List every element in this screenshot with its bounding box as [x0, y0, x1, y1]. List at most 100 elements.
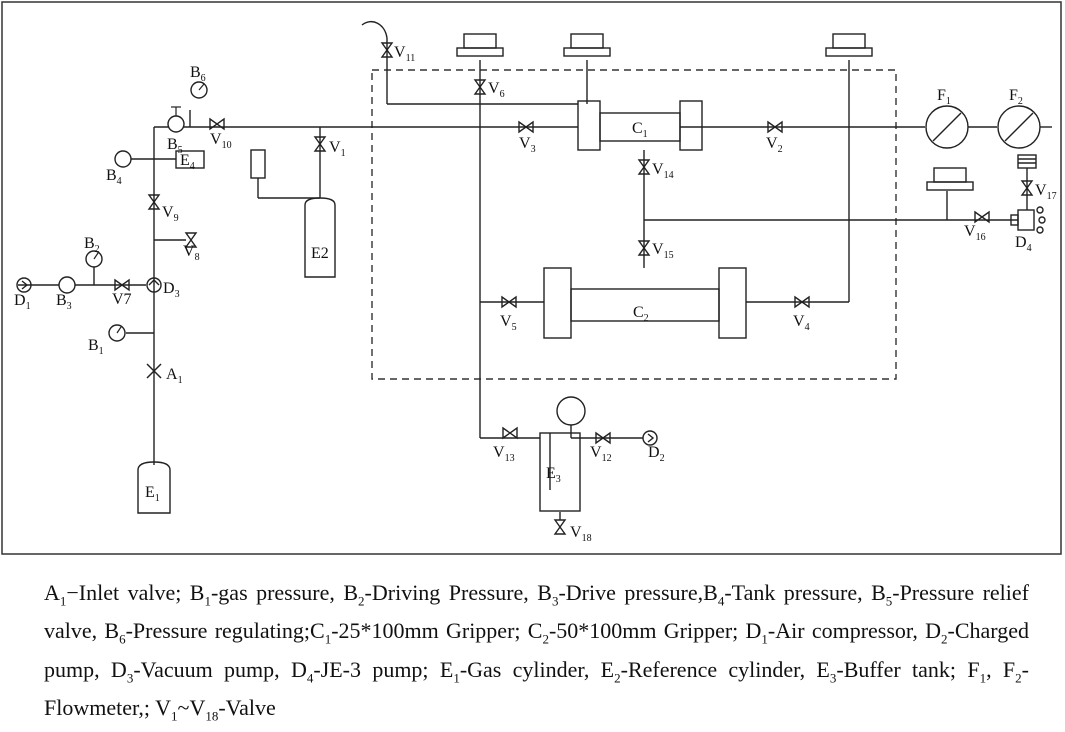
svg-text:D1: D1 [14, 292, 31, 312]
svg-text:V8: V8 [183, 243, 200, 263]
svg-text:V5: V5 [500, 313, 517, 333]
caption-item: F1, [967, 656, 1003, 686]
svg-text:D3: D3 [163, 280, 180, 300]
svg-text:B6: B6 [190, 64, 206, 84]
pump-d2 [642, 430, 658, 446]
caption-subscript: 6 [119, 631, 126, 647]
caption-description: -Reference cylinder, [620, 656, 817, 682]
caption-item: B3-Drive pressure, [537, 580, 704, 609]
caption-item: B4-Tank pressure, [703, 580, 872, 609]
caption-subscript: 3 [126, 670, 134, 686]
caption-item: D2-Charged pump, [44, 618, 1029, 681]
svg-text:E1: E1 [145, 484, 160, 504]
caption-symbol: B [104, 618, 120, 644]
caption-symbol: B [703, 580, 718, 605]
caption-symbol: E [816, 656, 830, 682]
e3-pump-head [1017, 154, 1037, 169]
svg-text:V12: V12 [590, 444, 612, 464]
svg-text:V13: V13 [493, 444, 515, 464]
caption-description: -25*100mm Gripper; [331, 618, 528, 644]
caption-symbol: A [44, 580, 60, 605]
svg-text:B1: B1 [88, 337, 104, 357]
buffer-gauge [556, 396, 586, 426]
caption-subscript: 1 [204, 593, 211, 609]
caption-description: -Driving Pressure, [364, 580, 538, 605]
svg-text:V1: V1 [329, 139, 346, 159]
svg-text:V9: V9 [162, 204, 179, 224]
caption-description: -Tank pressure, [724, 580, 872, 605]
caption-item: B1-gas pressure, [189, 580, 344, 609]
caption-description: -Buffer tank; [836, 656, 968, 682]
svg-text:V10: V10 [210, 131, 232, 151]
caption-symbol: C [310, 618, 325, 644]
svg-text:E2: E2 [311, 245, 329, 262]
svg-text:C1: C1 [632, 120, 648, 140]
caption-description: -50*100mm Gripper; [548, 618, 746, 644]
test-chamber-boundary [371, 69, 897, 380]
svg-text:V14: V14 [652, 161, 674, 181]
caption-item: D4-JE-3 pump; [290, 656, 440, 686]
reference-cylinder-e2 [304, 197, 336, 278]
svg-text:E3: E3 [546, 465, 561, 485]
caption-description: -JE-3 pump; [313, 656, 440, 682]
caption-item: E1-Gas cylinder, [440, 656, 601, 686]
svg-text:D4: D4 [1015, 234, 1032, 254]
gripper-c1 [577, 100, 703, 151]
caption-description: -Vacuum pump, [133, 656, 291, 682]
caption-description: -Air compressor, [767, 618, 926, 644]
gripper-c2 [543, 267, 747, 339]
caption-subscript: 4 [717, 593, 725, 609]
caption-symbol: F [967, 656, 980, 682]
svg-text:B4: B4 [106, 167, 122, 187]
caption-subscript: 1 [453, 670, 460, 686]
tank-e4 [175, 150, 205, 169]
caption-subscript: 1 [979, 670, 987, 686]
caption-description: -Gas cylinder, [459, 656, 601, 682]
schematic-diagram: V1 V2 V3 V4 V5 V6 V7 V8 V9 V10 V11 V12 V… [1, 1, 1062, 555]
caption-subscript: 2 [614, 670, 621, 686]
caption-item: B6-Pressure regulating; [104, 618, 310, 646]
caption-description: −Inlet valve; [66, 580, 190, 605]
relief-valve-b5 [167, 115, 185, 133]
caption-subscript: 1 [761, 631, 768, 647]
caption-description: -Drive pressure, [558, 580, 704, 605]
figure-caption: A1−Inlet valve; B1-gas pressure, B2-Driv… [44, 578, 1029, 732]
caption-item: B5-Pressure relief valve, [44, 580, 1029, 643]
caption-subscript: 3 [551, 593, 559, 609]
caption-symbol: B [189, 580, 205, 605]
caption-description: -gas pressure, [210, 580, 344, 605]
diagram-frame [1, 1, 1062, 555]
caption-symbol: B [537, 580, 552, 605]
svg-text:V11: V11 [394, 44, 415, 64]
caption-item: E2-Reference cylinder, [601, 656, 817, 686]
caption-subscript: 18 [205, 708, 219, 724]
caption-description: , [986, 656, 1003, 682]
svg-text:V6: V6 [488, 80, 505, 100]
caption-description: -Pressure regulating; [125, 618, 310, 644]
svg-text:F2: F2 [1009, 87, 1023, 107]
svg-text:V3: V3 [519, 135, 536, 155]
valve-v18 [554, 519, 566, 535]
caption-item: C2-50*100mm Gripper; [528, 618, 746, 646]
caption-symbol: D [290, 656, 307, 682]
svg-text:V18: V18 [570, 524, 592, 544]
clamp-1 [456, 33, 504, 57]
caption-subscript: 2 [941, 631, 948, 647]
caption-subscript: 1 [59, 593, 67, 609]
svg-text:F1: F1 [937, 87, 951, 107]
svg-text:A1: A1 [166, 366, 183, 386]
caption-symbol: D [925, 618, 941, 644]
clamp-2 [563, 33, 611, 57]
svg-text:V2: V2 [766, 135, 783, 155]
caption-item: A1−Inlet valve; [44, 580, 190, 609]
gas-cylinder-e1 [137, 461, 171, 514]
svg-text:E4: E4 [180, 152, 195, 172]
caption-symbol: F [1002, 656, 1016, 682]
caption-subscript: 2 [358, 593, 365, 609]
caption-symbol: D [745, 618, 762, 644]
caption-subscript: 4 [306, 670, 314, 686]
flowmeter-f2 [997, 105, 1041, 149]
clamp-4 [926, 167, 974, 191]
svg-text:V4: V4 [793, 313, 810, 333]
caption-description: -Charged pump, [44, 618, 1029, 682]
